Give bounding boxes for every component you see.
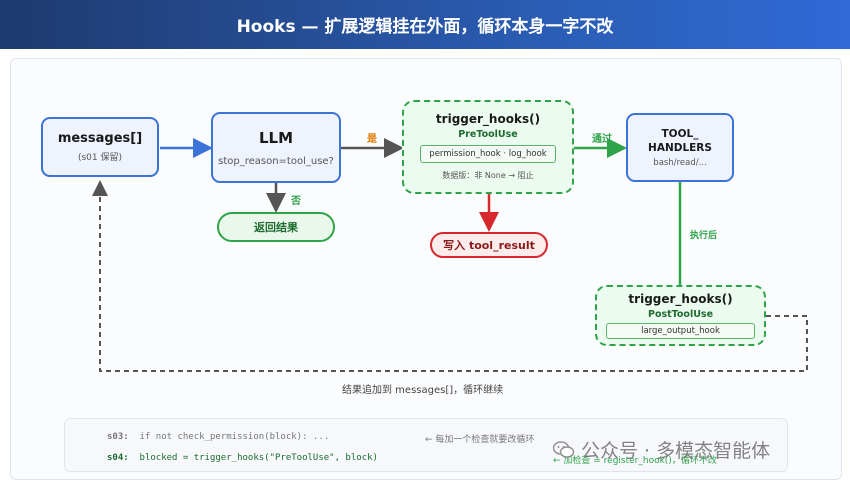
messages-node: messages[] (s01 保留) [41,117,159,177]
handlers-sub: bash/read/... [653,157,707,168]
pre-hooks-note: 数据版：非 None → 阻止 [442,171,534,180]
watermark: 公众号 · 多模态智能体 [553,436,770,463]
pre-hooks-title: trigger_hooks() [435,112,541,126]
write-result-label: 写入 tool_result [443,239,535,252]
code-line-s03: s03: if not check_permission(block): ... [107,432,329,442]
post-tool-hooks-node: trigger_hooks() PostToolUse large_output… [595,285,766,346]
tool-handlers-node: TOOL_ HANDLERS bash/read/... [626,113,734,182]
return-result-node: 返回结果 [217,212,335,242]
edge-label-yes: 是 [367,134,377,145]
code-s04-text: blocked = trigger_hooks("PreToolUse", bl… [139,453,378,463]
loop-caption: 结果追加到 messages[]，循环继续 [342,385,504,396]
wechat-icon [553,440,575,458]
handlers-title-line2: HANDLERS [648,141,712,154]
code-s04-tag: s04: [107,453,129,463]
handlers-title-line1: TOOL_ [661,127,699,140]
loop-back-dashed-line [92,180,808,372]
pre-hooks-tag: permission_hook · log_hook [420,145,556,163]
code-line-s04: s04: blocked = trigger_hooks("PreToolUse… [107,453,378,463]
llm-title: LLM [258,128,294,147]
write-tool-result-node: 写入 tool_result [430,232,548,258]
return-result-label: 返回结果 [254,221,298,234]
edge-label-pass: 通过 [592,134,612,145]
edge-label-after-exec: 执行后 [690,231,718,241]
code-s03-tag: s03: [107,432,129,442]
page-header: Hooks — 扩展逻辑挂在外面，循环本身一字不改 [0,0,850,49]
post-hooks-tag: large_output_hook [606,323,755,339]
llm-sub: stop_reason=tool_use? [218,155,334,167]
code-s03-text: if not check_permission(block): ... [139,432,330,442]
pre-tool-hooks-node: trigger_hooks() PreToolUse permission_ho… [402,100,574,194]
llm-node: LLM stop_reason=tool_use? [211,112,341,183]
messages-sub: (s01 保留) [77,153,123,163]
messages-title: messages[] [57,131,143,146]
post-hooks-sub: PostToolUse [647,309,714,320]
code-s03-note: ← 每加一个检查就要改循环 [425,435,535,445]
pre-hooks-sub: PreToolUse [458,129,518,140]
post-hooks-title: trigger_hooks() [628,292,733,306]
code-comparison-box: s03: if not check_permission(block): ...… [64,418,788,472]
watermark-text: 公众号 · 多模态智能体 [581,440,771,462]
code-s04-note: ← 加检查 = register_hook()，循环不改 [553,456,717,466]
edge-label-no: 否 [291,196,301,207]
page-title: Hooks — 扩展逻辑挂在外面，循环本身一字不改 [236,17,614,37]
